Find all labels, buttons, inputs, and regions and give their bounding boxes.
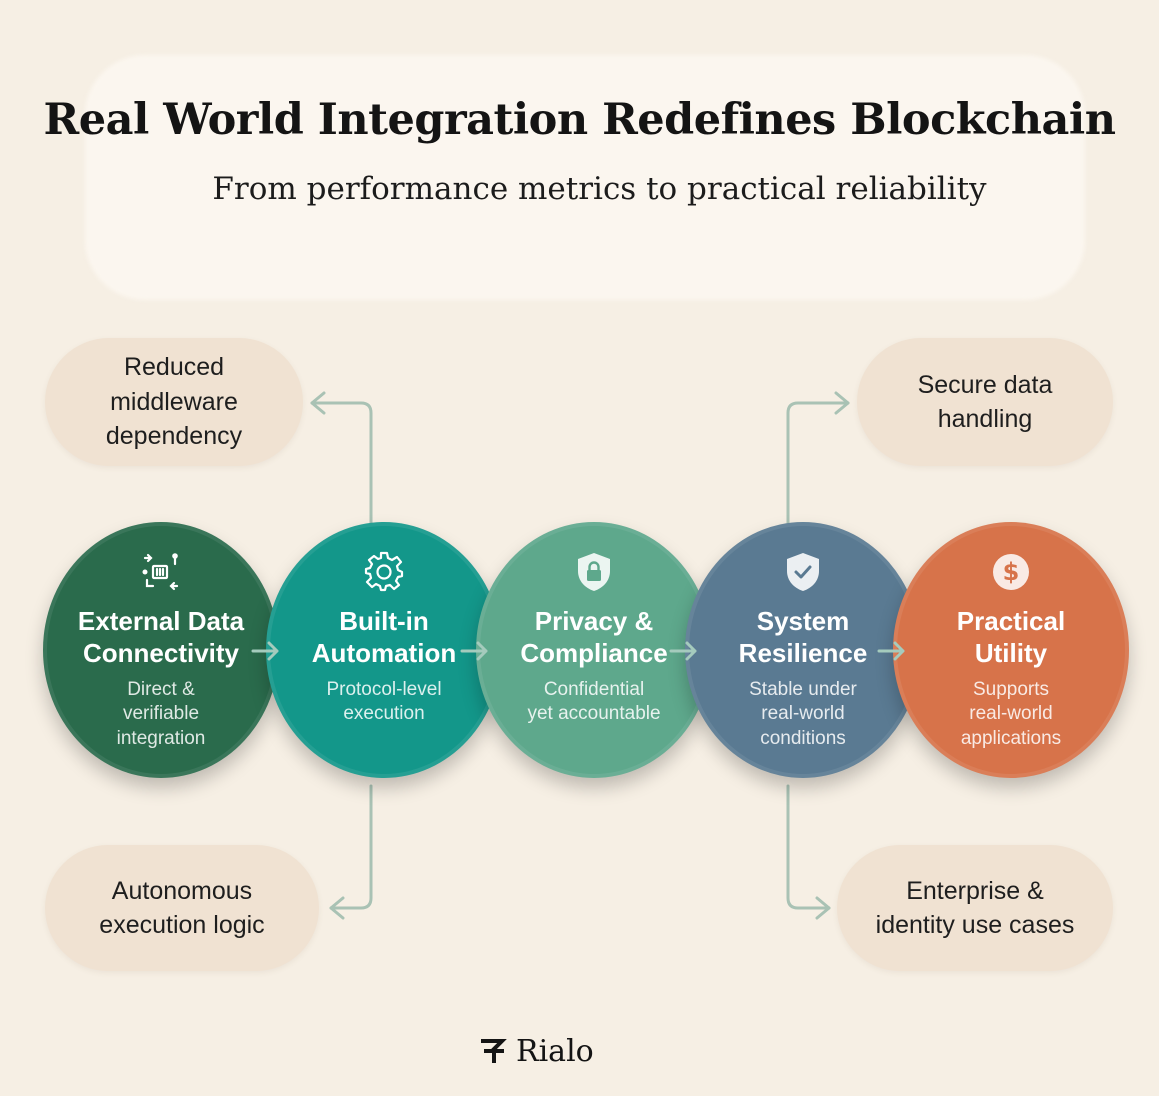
connector-bottom-left [329, 784, 373, 910]
outcome-pill-bottom-left: Autonomous execution logic [45, 845, 319, 971]
title-panel [85, 55, 1085, 300]
dollar-coin-icon: $ [993, 554, 1029, 590]
outcome-label: Reduced middleware dependency [105, 353, 243, 451]
brand-name: Rialo [516, 1033, 594, 1069]
connector-bottom-right [786, 784, 831, 910]
outcome-pill-bottom-right: Enterprise & identity use cases [837, 845, 1113, 971]
outcome-label: Autonomous execution logic [99, 876, 265, 940]
lock-shield-icon [578, 553, 610, 591]
connector-top-left [310, 401, 373, 529]
gear-icon [364, 551, 404, 592]
flow-arrow-icon [877, 641, 905, 661]
stage-practical-utility: $ Practical Utility Supports real-world … [893, 522, 1129, 778]
rialo-logo-icon [481, 1039, 507, 1063]
page-subtitle: From performance metrics to practical re… [212, 171, 987, 207]
stage-description: Protocol-level execution [326, 679, 442, 725]
data-network-icon [142, 553, 179, 591]
page-title: Real World Integration Redefines Blockch… [43, 95, 1116, 145]
svg-text:$: $ [1003, 558, 1020, 586]
stage-title: System Resilience [738, 606, 868, 668]
connector-top-right [786, 401, 850, 529]
connector-top-left-arrowhead [310, 391, 326, 415]
connector-bottom-left-arrowhead [329, 896, 345, 920]
flow-arrow-icon [669, 641, 697, 661]
stage-external-data-connectivity: External Data Connectivity Direct & veri… [43, 522, 279, 778]
stage-description: Supports real-world applications [960, 679, 1062, 749]
outcome-pill-top-right: Secure data handling [857, 338, 1113, 466]
connector-top-right-arrowhead [834, 391, 850, 415]
flow-arrow-icon [251, 641, 279, 661]
stage-privacy-compliance: Privacy & Compliance Confidential yet ac… [476, 522, 712, 778]
stage-title: Built-in Automation [311, 606, 457, 668]
flow-arrow-icon [460, 641, 488, 661]
outcome-pill-top-left: Reduced middleware dependency [45, 338, 303, 466]
outcome-label: Enterprise & identity use cases [875, 876, 1075, 940]
check-shield-icon [787, 553, 819, 591]
stage-description: Confidential yet accountable [527, 679, 661, 725]
outcome-label: Secure data handling [917, 370, 1053, 434]
connector-bottom-right-arrowhead [815, 896, 831, 920]
stage-description: Direct & verifiable integration [116, 679, 206, 749]
stage-description: Stable under real-world conditions [749, 679, 857, 749]
stage-title: Practical Utility [956, 606, 1066, 668]
brand: Rialo [480, 1031, 594, 1071]
stage-title: External Data Connectivity [77, 606, 245, 668]
stage-title: Privacy & Compliance [520, 606, 668, 668]
